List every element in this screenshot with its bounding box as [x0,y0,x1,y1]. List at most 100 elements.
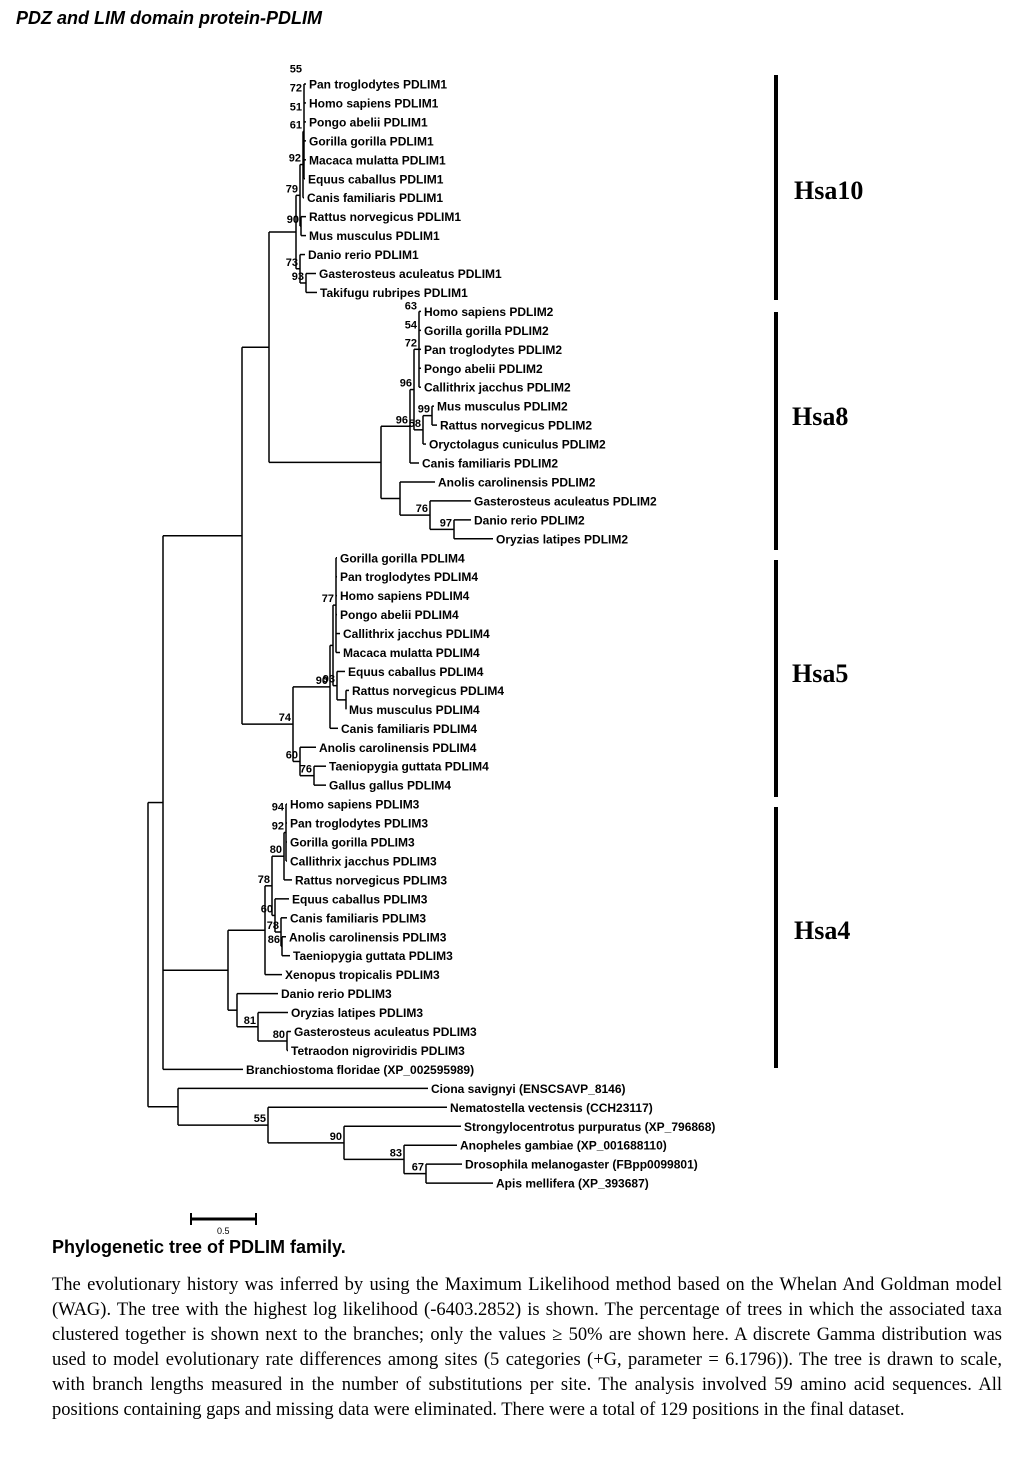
bootstrap-value: 96 [396,414,408,426]
bootstrap-value: 90 [287,214,299,226]
taxon-label: Anolis carolinensis PDLIM2 [438,475,596,489]
taxon-label: Gasterosteus aculeatus PDLIM3 [294,1025,477,1039]
taxon-label: Oryzias latipes PDLIM2 [496,532,628,546]
bootstrap-value: 77 [322,593,334,605]
taxon-label: Anolis carolinensis PDLIM4 [319,741,477,755]
taxon-label: Canis familiaris PDLIM1 [307,191,443,205]
taxon-label: Gallus gallus PDLIM4 [329,779,451,793]
taxon-label: Pan troglodytes PDLIM1 [309,78,447,92]
taxon-label: Homo sapiens PDLIM4 [340,589,470,603]
taxon-label: Anopheles gambiae (XP_001688110) [460,1139,667,1153]
bootstrap-value: 76 [416,503,428,515]
taxon-label: Canis familiaris PDLIM4 [341,722,477,736]
bootstrap-value: 67 [412,1162,424,1174]
page-title: PDZ and LIM domain protein-PDLIM [16,8,322,28]
bootstrap-labels: 5572516192799073936354725899969676977790… [244,63,452,1173]
taxon-label: Danio rerio PDLIM2 [474,513,585,527]
bootstrap-value: 86 [268,934,280,946]
cluster-label-hsa10: Hsa10 [794,176,863,205]
taxon-label: Homo sapiens PDLIM3 [290,798,420,812]
taxon-label: Rattus norvegicus PDLIM1 [309,210,461,224]
scale-bar-label: 0.5 [217,1226,230,1236]
tree-branches [147,83,493,1184]
figure-caption-body: The evolutionary history was inferred by… [52,1275,1002,1420]
taxon-label: Callithrix jacchus PDLIM2 [424,381,571,395]
bootstrap-value: 60 [261,903,273,915]
bootstrap-value: 80 [270,844,282,856]
figure-caption-title: Phylogenetic tree of PDLIM family. [52,1237,346,1257]
taxon-label: Homo sapiens PDLIM1 [309,96,439,110]
taxon-label: Gasterosteus aculeatus PDLIM1 [319,267,502,281]
bootstrap-value: 61 [290,119,302,131]
bootstrap-value: 90 [316,675,328,687]
bootstrap-value: 92 [272,821,284,833]
bootstrap-value: 94 [272,802,285,814]
taxon-label: Gasterosteus aculeatus PDLIM2 [474,494,657,508]
bootstrap-value: 55 [254,1113,266,1125]
cluster-label-hsa8: Hsa8 [792,402,848,431]
taxon-label: Nematostella vectensis (CCH23117) [450,1101,653,1115]
bootstrap-value: 73 [286,257,298,269]
bootstrap-value: 63 [405,300,417,312]
taxon-label: Pongo abelii PDLIM2 [424,362,543,376]
bootstrap-value: 78 [267,920,279,932]
taxon-label: Ciona savignyi (ENSCSAVP_8146) [431,1082,626,1096]
taxon-label: Pan troglodytes PDLIM4 [340,570,478,584]
taxon-label: Mus musculus PDLIM2 [437,400,568,414]
bootstrap-value: 93 [323,674,335,686]
bootstrap-value: 97 [440,517,452,529]
taxon-label: Oryzias latipes PDLIM3 [291,1006,423,1020]
bootstrap-value: 83 [390,1147,402,1159]
bootstrap-value: 96 [400,378,412,390]
bootstrap-value: 72 [405,337,417,349]
taxon-label: Callithrix jacchus PDLIM3 [290,854,437,868]
taxon-label: Mus musculus PDLIM4 [349,703,480,717]
taxon-label: Tetraodon nigroviridis PDLIM3 [291,1044,465,1058]
bootstrap-value: 74 [279,712,292,724]
taxon-label: Rattus norvegicus PDLIM4 [352,684,504,698]
bootstrap-value: 81 [244,1015,256,1027]
taxon-label: Danio rerio PDLIM3 [281,987,392,1001]
bootstrap-value: 54 [405,319,418,331]
bootstrap-value: 60 [286,749,298,761]
bootstrap-value: 92 [289,153,301,165]
taxon-label: Oryctolagus cuniculus PDLIM2 [429,438,606,452]
bootstrap-value: 93 [292,271,304,283]
taxon-label: Takifugu rubripes PDLIM1 [320,286,468,300]
taxon-label: Pongo abelii PDLIM1 [309,115,428,129]
taxon-label: Pan troglodytes PDLIM2 [424,343,562,357]
taxon-label: Rattus norvegicus PDLIM2 [440,419,592,433]
cluster-label-hsa5: Hsa5 [792,659,848,688]
taxon-label: Drosophila melanogaster (FBpp0099801) [465,1158,698,1172]
taxon-label: Gorilla gorilla PDLIM1 [309,134,434,148]
taxon-label: Branchiostoma floridae (XP_002595989) [246,1063,474,1077]
bootstrap-value: 55 [290,63,302,75]
bootstrap-value: 76 [300,764,312,776]
bootstrap-value: 90 [330,1131,342,1143]
taxon-label: Mus musculus PDLIM1 [309,229,440,243]
taxon-label: Taeniopygia guttata PDLIM4 [329,760,489,774]
taxon-label: Danio rerio PDLIM1 [308,248,419,262]
taxon-label: Macaca mulatta PDLIM4 [343,646,480,660]
taxon-label: Equus caballus PDLIM4 [348,665,484,679]
cluster-label-hsa4: Hsa4 [794,916,850,945]
taxon-label: Anolis carolinensis PDLIM3 [289,930,447,944]
bootstrap-value: 78 [258,874,270,886]
taxon-label: Xenopus tropicalis PDLIM3 [285,968,440,982]
bootstrap-value: 99 [418,404,430,416]
bootstrap-value: 80 [273,1029,285,1041]
taxon-label: Equus caballus PDLIM1 [308,172,444,186]
taxon-label: Canis familiaris PDLIM2 [422,457,558,471]
taxon-label: Macaca mulatta PDLIM1 [309,153,446,167]
bootstrap-value: 79 [286,183,298,195]
taxon-label: Callithrix jacchus PDLIM4 [343,627,490,641]
taxon-label: Pan troglodytes PDLIM3 [290,817,428,831]
taxon-label: Gorilla gorilla PDLIM4 [340,551,465,565]
taxon-label: Gorilla gorilla PDLIM2 [424,324,549,338]
taxon-label: Rattus norvegicus PDLIM3 [295,873,447,887]
bootstrap-value: 72 [290,82,302,94]
taxon-label: Apis mellifera (XP_393687) [496,1177,649,1191]
taxon-label: Pongo abelii PDLIM4 [340,608,459,622]
